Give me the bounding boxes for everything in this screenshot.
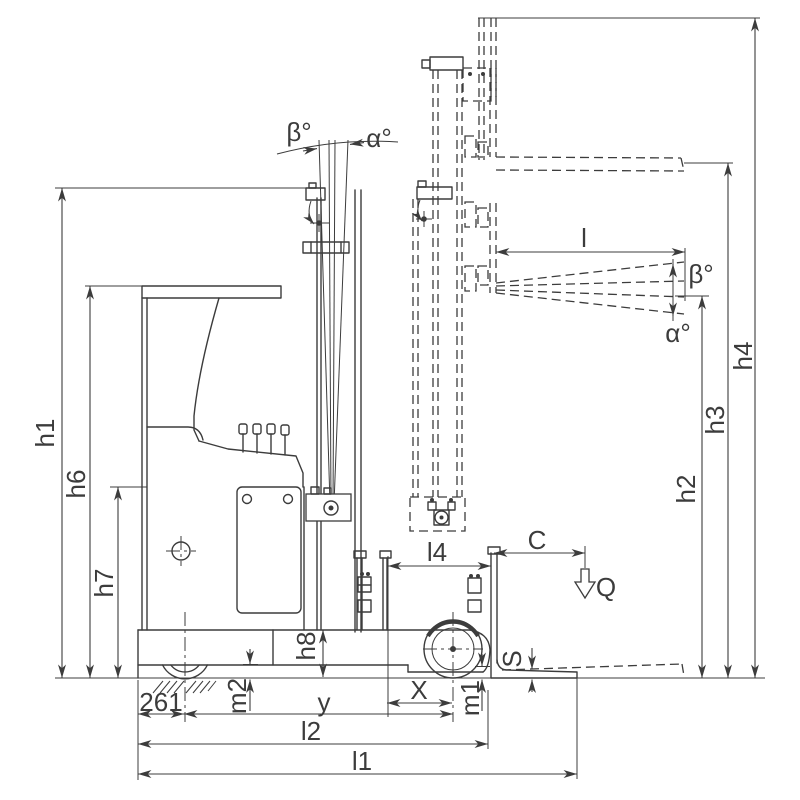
dimension-lines [55, 17, 760, 780]
dim-label-h3: h3 [700, 406, 730, 435]
dim-label-l4: l4 [427, 537, 447, 567]
load-label-q: Q [596, 572, 616, 602]
dim-label-m1: m1 [455, 680, 485, 716]
dim-label-261: 261 [139, 687, 182, 717]
dim-label-h2: h2 [671, 475, 701, 504]
chassis [137, 629, 491, 679]
mast-raised-dashed [409, 18, 497, 532]
forks-raised-dashed [462, 67, 685, 315]
dim-label-h8: h8 [291, 632, 321, 661]
dim-label-m2: m2 [222, 678, 252, 714]
mast-lowered [302, 139, 362, 633]
wheelbase-label-y: y [318, 687, 331, 717]
dim-label-h7: h7 [89, 569, 119, 598]
dim-label-h6: h6 [61, 470, 91, 499]
truck-body [141, 297, 305, 631]
overhead-guard [141, 285, 282, 442]
fork-length-label-l: l [581, 223, 587, 253]
fork-carriage-retracted [353, 550, 392, 631]
dim-label-s: S [497, 650, 527, 667]
dim-label-l2: l2 [301, 716, 321, 746]
ground-hatching [152, 680, 217, 694]
battery-compartment [236, 486, 302, 614]
dim-label-h4: h4 [728, 342, 758, 371]
drive-wheel [161, 612, 209, 722]
angle-label-alpha-fork: α° [665, 318, 690, 348]
dim-label-l1: l1 [352, 746, 372, 776]
load-wheel [423, 612, 483, 722]
angle-label-alpha-mast: α° [366, 123, 391, 153]
load-arrow-q [573, 568, 597, 600]
load-center-label-c: C [528, 525, 547, 555]
reach-label-x: X [410, 675, 427, 705]
angle-label-beta-mast: β° [286, 117, 311, 147]
angle-label-beta-fork: β° [688, 259, 713, 289]
control-levers [238, 423, 290, 456]
dim-label-h1: h1 [30, 419, 60, 448]
dimension-labels: h1 h6 h7 β° α° l β° α° h2 h3 h4 l4 C Q S… [30, 117, 758, 776]
